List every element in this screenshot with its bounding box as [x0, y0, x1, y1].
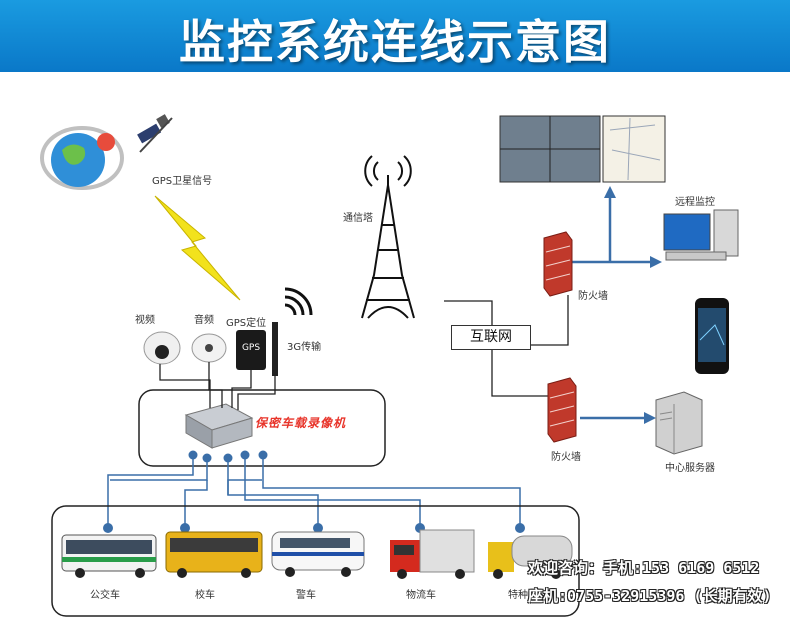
- vehicle-label-police: 警车: [296, 590, 316, 601]
- link-dots: [103, 450, 525, 533]
- firewall-icon-top: [543, 231, 573, 297]
- dome-camera-icon: [143, 331, 181, 365]
- contact-landline: 座机:0755-32915396 (长期有效): [528, 587, 772, 605]
- vehicle-label-truck: 物流车: [406, 590, 436, 601]
- audio-pickup-icon: [191, 333, 227, 363]
- server-icon: [655, 391, 703, 455]
- computer-icon: [663, 209, 739, 261]
- truck-icon: [390, 529, 475, 579]
- dvr-label: 保密车载录像机: [255, 416, 347, 430]
- remote-monitor-label: 远程监控: [675, 197, 715, 208]
- network-links: [444, 295, 569, 397]
- vehicle-label-school-bus: 校车: [195, 590, 215, 601]
- police-van-icon: [271, 531, 365, 577]
- dvr-panel: [138, 389, 386, 467]
- tower-label: 通信塔: [343, 213, 373, 224]
- gps-module-icon: GPS: [236, 330, 266, 370]
- internet-box: 互联网: [451, 325, 531, 350]
- antenna-icon: [272, 322, 278, 376]
- page-title: 监控系统连线示意图: [179, 15, 611, 69]
- center-server-label: 中心服务器: [665, 463, 715, 474]
- smartphone-icon: [695, 298, 729, 374]
- gps-signal-label: GPS卫星信号: [152, 176, 213, 187]
- vehicle-label-bus: 公交车: [90, 590, 120, 601]
- globe-icon: [40, 126, 124, 190]
- monitor-wall-icon: [499, 115, 666, 183]
- firewall-icon-bottom: [547, 377, 577, 443]
- transmit-3g-label: 3G传输: [287, 342, 322, 353]
- gps-locate-label: GPS定位: [226, 318, 267, 329]
- bus-icon: [61, 534, 157, 578]
- audio-label: 音频: [194, 315, 214, 326]
- title-banner: 监控系统连线示意图: [0, 0, 790, 72]
- device-cables: [159, 362, 276, 410]
- firewall-top-label: 防火墙: [578, 291, 608, 302]
- lightning-icon: [154, 195, 241, 301]
- dvr-device-icon: [184, 403, 254, 449]
- school-bus-icon: [165, 531, 263, 578]
- satellite-icon: [137, 114, 173, 153]
- gps-module-text: GPS: [242, 343, 260, 353]
- video-label: 视频: [135, 315, 155, 326]
- firewall-links: [572, 196, 655, 420]
- vehicle-label-special: 特种车: [508, 590, 538, 601]
- contact-phone: 欢迎咨询：手机:153 6169 6512: [528, 559, 760, 577]
- vehicle-panel: [51, 505, 580, 617]
- wifi-signal-icon: [284, 287, 313, 316]
- arrow-heads: [604, 186, 662, 424]
- tanker-truck-icon: [488, 535, 573, 579]
- firewall-bottom-label: 防火墙: [551, 452, 581, 463]
- tower-icon: [361, 155, 415, 319]
